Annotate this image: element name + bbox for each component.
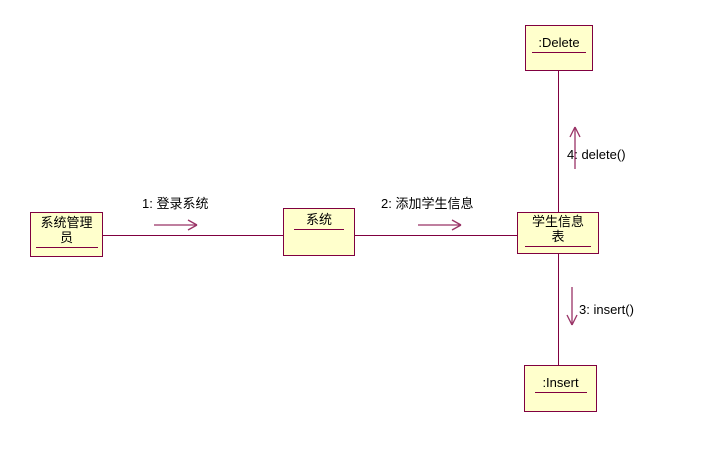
message-3-label: 3: insert() [579, 302, 634, 317]
link-delete-table[interactable] [558, 71, 559, 212]
arrow-head [451, 224, 462, 231]
link-system-table[interactable] [355, 235, 517, 236]
object-admin-label: 系统管理 员 [35, 215, 98, 248]
link-admin-system[interactable] [103, 235, 283, 236]
arrow-head [187, 219, 198, 226]
object-delete-label: :Delete [532, 35, 586, 53]
arrow-head [566, 314, 573, 326]
message-1-arrow-icon[interactable] [152, 218, 202, 232]
arrow-head [569, 126, 576, 138]
message-3-arrow-icon[interactable] [564, 287, 580, 329]
object-system[interactable]: 系统 [283, 208, 355, 256]
object-table[interactable]: 学生信息 表 [517, 212, 599, 254]
object-insert-label: :Insert [534, 375, 587, 393]
object-table-label: 学生信息 表 [525, 214, 591, 247]
object-delete[interactable]: :Delete [525, 25, 593, 71]
message-4-label: 4: delete() [567, 147, 626, 162]
object-insert[interactable]: :Insert [524, 365, 597, 412]
arrow-head [574, 126, 581, 138]
arrow-head [451, 219, 462, 226]
arrow-head [187, 224, 198, 231]
link-table-insert[interactable] [558, 254, 559, 365]
message-4-arrow-icon[interactable] [567, 122, 583, 172]
object-admin[interactable]: 系统管理 员 [30, 212, 103, 257]
message-1-label: 1: 登录系统 [142, 196, 209, 211]
object-system-label: 系统 [294, 212, 344, 230]
arrow-head [571, 314, 578, 326]
message-2-arrow-icon[interactable] [416, 218, 466, 232]
message-2-label: 2: 添加学生信息 [381, 196, 474, 211]
